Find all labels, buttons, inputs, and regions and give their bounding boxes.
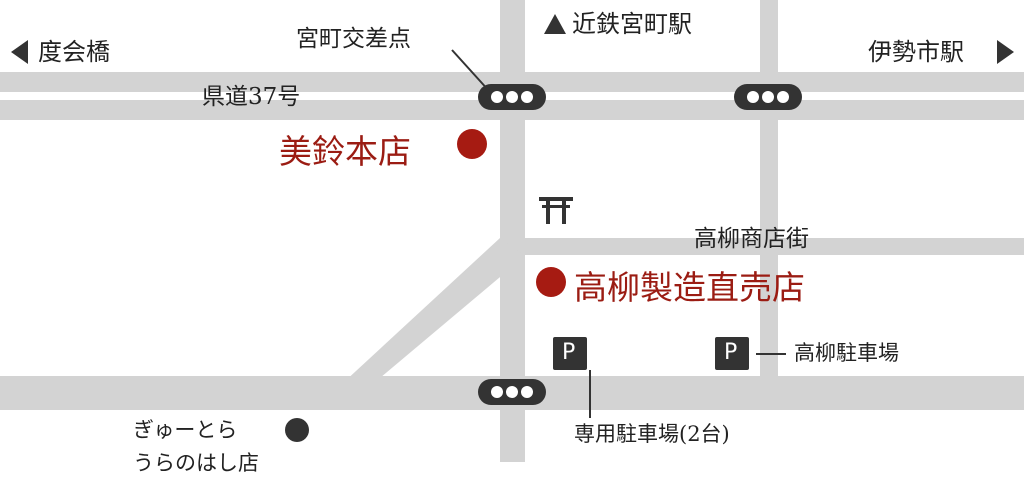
direction-kintetsu-miyamachi-station: 近鉄宮町駅 <box>572 10 692 38</box>
misuzu-main-store-label: 美鈴本店 <box>279 132 411 171</box>
triangle-arrow-icon <box>11 40 28 64</box>
direction-watarai-bridge: 度会橋 <box>38 38 110 66</box>
direction-iseshi-station: 伊勢市駅 <box>868 38 964 66</box>
road-right-vertical <box>760 0 778 380</box>
prefectural-road-label: 県道37号 <box>202 84 301 110</box>
traffic-light-icon <box>478 84 546 110</box>
road-shotengai <box>500 238 1024 255</box>
parking-sign-takayanagi <box>715 337 749 370</box>
triangle-arrow-icon <box>997 40 1014 64</box>
location-dot-icon <box>285 418 309 442</box>
miyamachi-intersection-label: 宮町交差点 <box>296 26 411 52</box>
triangle-arrow-icon <box>544 14 566 34</box>
gyutora-label-line2: うらのはし店 <box>133 451 259 475</box>
road-diagonal <box>343 238 525 383</box>
parking-symbol: P <box>562 340 576 365</box>
location-dot-icon <box>536 267 566 297</box>
miyamachi-leader-line <box>451 49 491 93</box>
shotengai-label: 高柳商店街 <box>694 226 809 252</box>
takayanagi-factory-store-label: 高柳製造直売店 <box>574 268 805 307</box>
parking-symbol: P <box>724 340 738 365</box>
traffic-light-icon <box>734 84 802 110</box>
location-dot-icon <box>457 129 487 159</box>
gyutora-label-line1: ぎゅーとら <box>133 418 238 442</box>
torii-icon <box>539 197 573 224</box>
dedicated-parking-label: 専用駐車場(2台) <box>574 422 730 446</box>
traffic-light-icon <box>478 379 546 405</box>
parking-sign-dedicated <box>553 337 587 370</box>
takayanagi-parking-label: 高柳駐車場 <box>794 341 899 365</box>
